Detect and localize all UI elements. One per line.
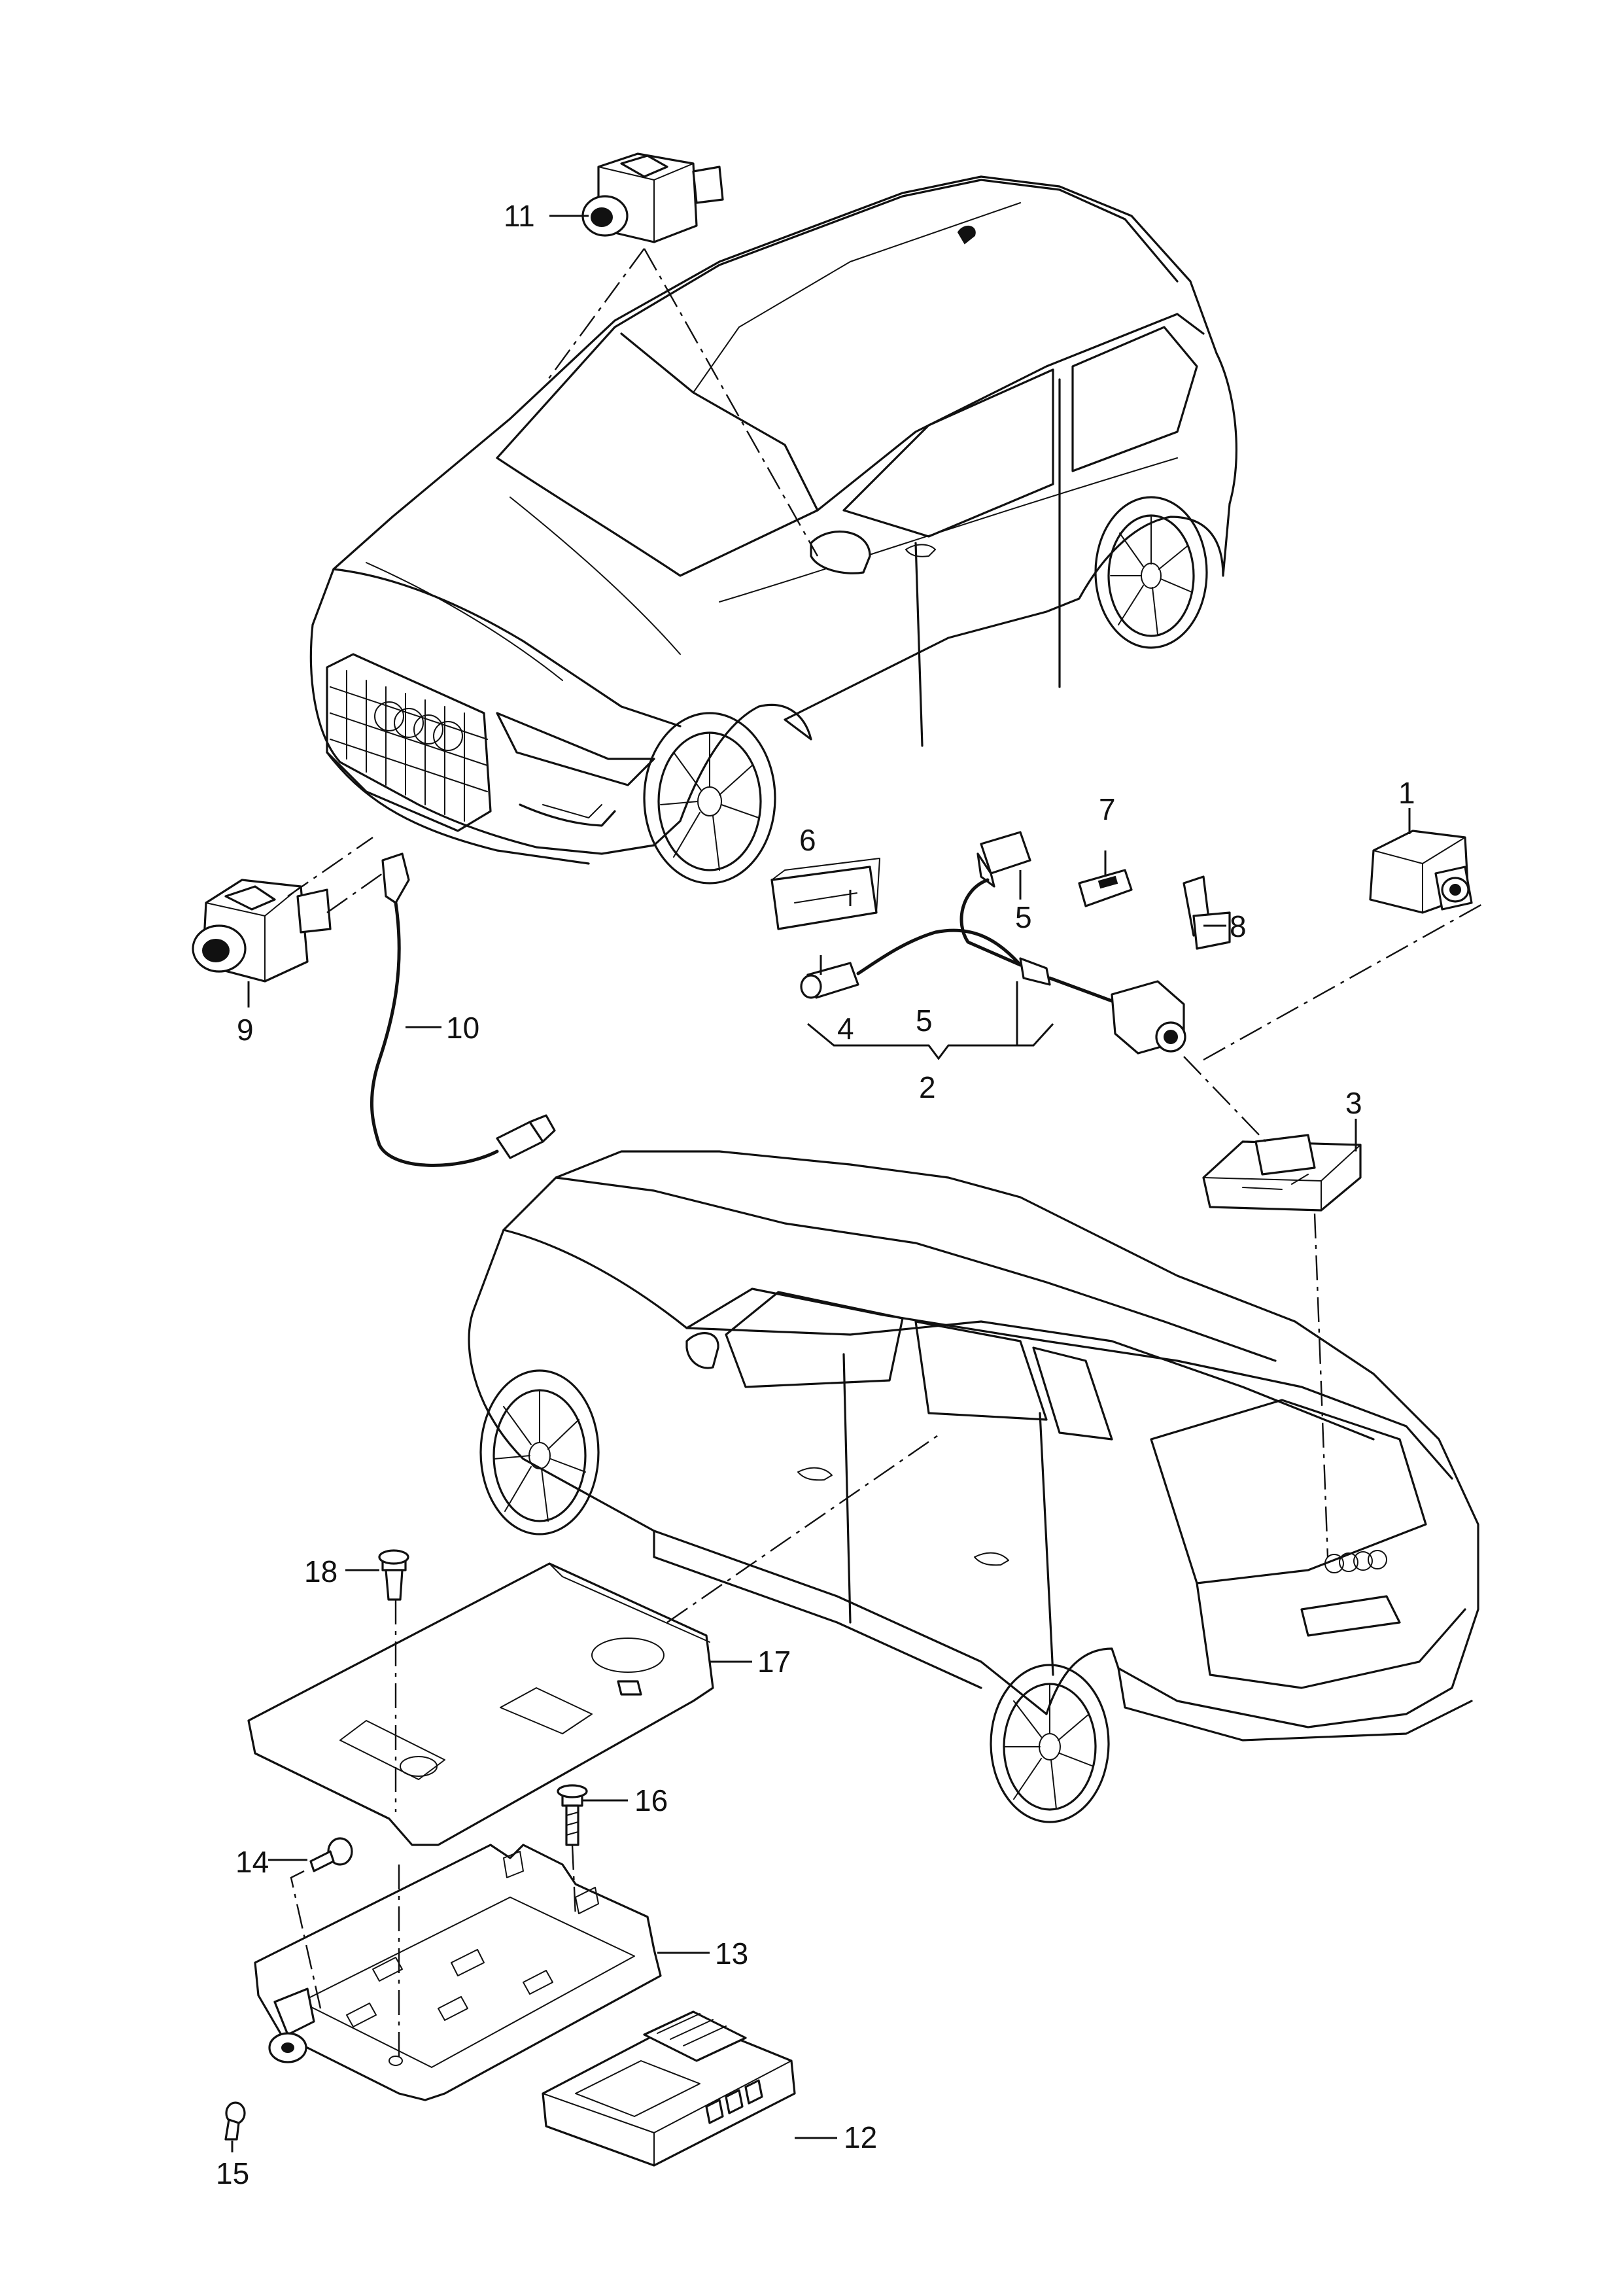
part-16-bolt [557,1784,588,1846]
part-6-bracket [770,858,880,930]
front-left-wheel [643,712,776,885]
front-rings-logo [374,701,463,751]
callout-5a: 5 [1015,900,1032,934]
callout-15: 15 [216,2156,249,2190]
part-8-retainer [1183,875,1231,950]
callout-10: 10 [446,1011,479,1045]
callout-17: 17 [757,1645,791,1679]
callout-3: 3 [1345,1086,1362,1120]
part-1-camera [1369,830,1473,914]
rear-car-front-wheel [479,1369,600,1535]
callout-5b: 5 [916,1004,933,1038]
part-13-bracket-tray [254,1844,662,2101]
part-9-camera [192,879,332,983]
callout-12: 12 [844,2120,877,2154]
part-3-tailgate-handle [1202,1134,1362,1212]
callout-9: 9 [237,1013,254,1047]
rear-left-wheel [1094,496,1208,649]
callout-18: 18 [304,1554,337,1588]
part-18-rivet [378,1549,409,1601]
callout-13: 13 [715,1936,748,1971]
assembly-lines [287,248,1485,2061]
callout-7: 7 [1099,792,1116,826]
callout-6: 6 [799,823,816,857]
callout-1: 1 [1398,776,1415,810]
rear-view-car-illustration [468,1150,1479,1823]
callout-11: 11 [504,199,535,233]
front-view-car-illustration [309,175,1237,885]
callout-4: 4 [837,1011,854,1045]
part-14-screw [309,1837,353,1872]
part-7-clip [1078,869,1133,907]
rear-rings-logo [1324,1550,1387,1573]
callout-14: 14 [235,1845,269,1879]
rear-car-rear-wheel [990,1664,1110,1823]
callout-16: 16 [634,1783,668,1817]
part-12-control-unit [542,2010,796,2167]
part-4-5-camera-wiring [800,831,1186,1055]
callout-8: 8 [1230,909,1247,943]
callout-labels: 11 1 3 6 7 5 8 4 5 2 9 10 18 17 16 14 13… [216,199,1415,2190]
part-11-camera [581,152,724,243]
callout-leaders [231,215,1411,2152]
callout-2: 2 [919,1070,936,1104]
part-17-cover [247,1562,714,1846]
part-10-cable-harness [370,852,556,1167]
part-15-screw [224,2101,246,2141]
assembly-2-bracket [807,981,1054,1060]
